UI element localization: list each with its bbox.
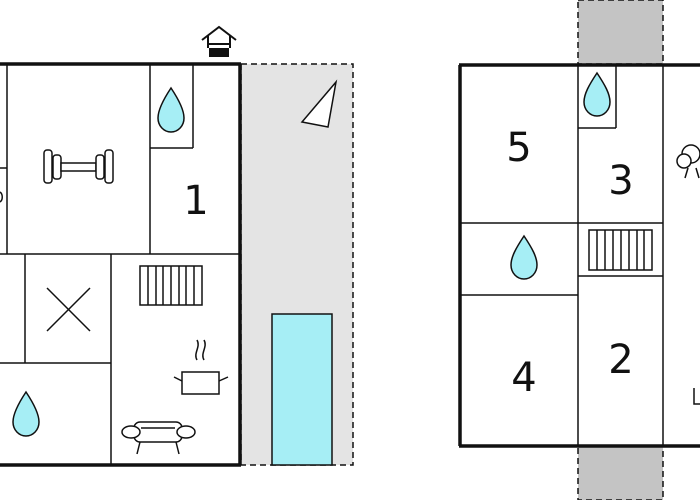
x-marker-icon xyxy=(46,287,91,332)
terrace-compass-icon xyxy=(300,79,338,128)
room-label-4: 4 xyxy=(511,355,536,401)
water-drop-icon xyxy=(12,390,40,437)
dumbbell-icon xyxy=(43,149,114,184)
interior-walls-left xyxy=(0,64,240,465)
chair-fragment-icon xyxy=(0,191,3,203)
terrace-strip-top xyxy=(577,0,664,65)
water-drop-icon xyxy=(583,71,611,117)
table-chairs-icon xyxy=(676,144,700,179)
water-drop-icon xyxy=(157,86,185,133)
room-label-5: 5 xyxy=(506,125,531,171)
radiator-icon xyxy=(588,229,653,271)
pool-icon xyxy=(271,313,333,466)
room-label-3: 3 xyxy=(608,158,633,204)
floor-plan-right: 5 3 2 4 xyxy=(458,0,700,500)
interior-walls-right xyxy=(460,65,664,446)
sofa-icon xyxy=(121,421,196,455)
terrace-strip-bottom xyxy=(577,445,664,500)
radiator-icon xyxy=(139,265,203,306)
room-label-2: 2 xyxy=(608,337,633,383)
water-drop-icon xyxy=(510,234,538,280)
room-label-1: 1 xyxy=(183,178,208,224)
entrance-icon xyxy=(201,25,237,57)
chair-icon xyxy=(693,388,700,405)
floor-plan-left: 1 xyxy=(0,25,354,467)
cooking-pot-icon xyxy=(173,339,229,395)
